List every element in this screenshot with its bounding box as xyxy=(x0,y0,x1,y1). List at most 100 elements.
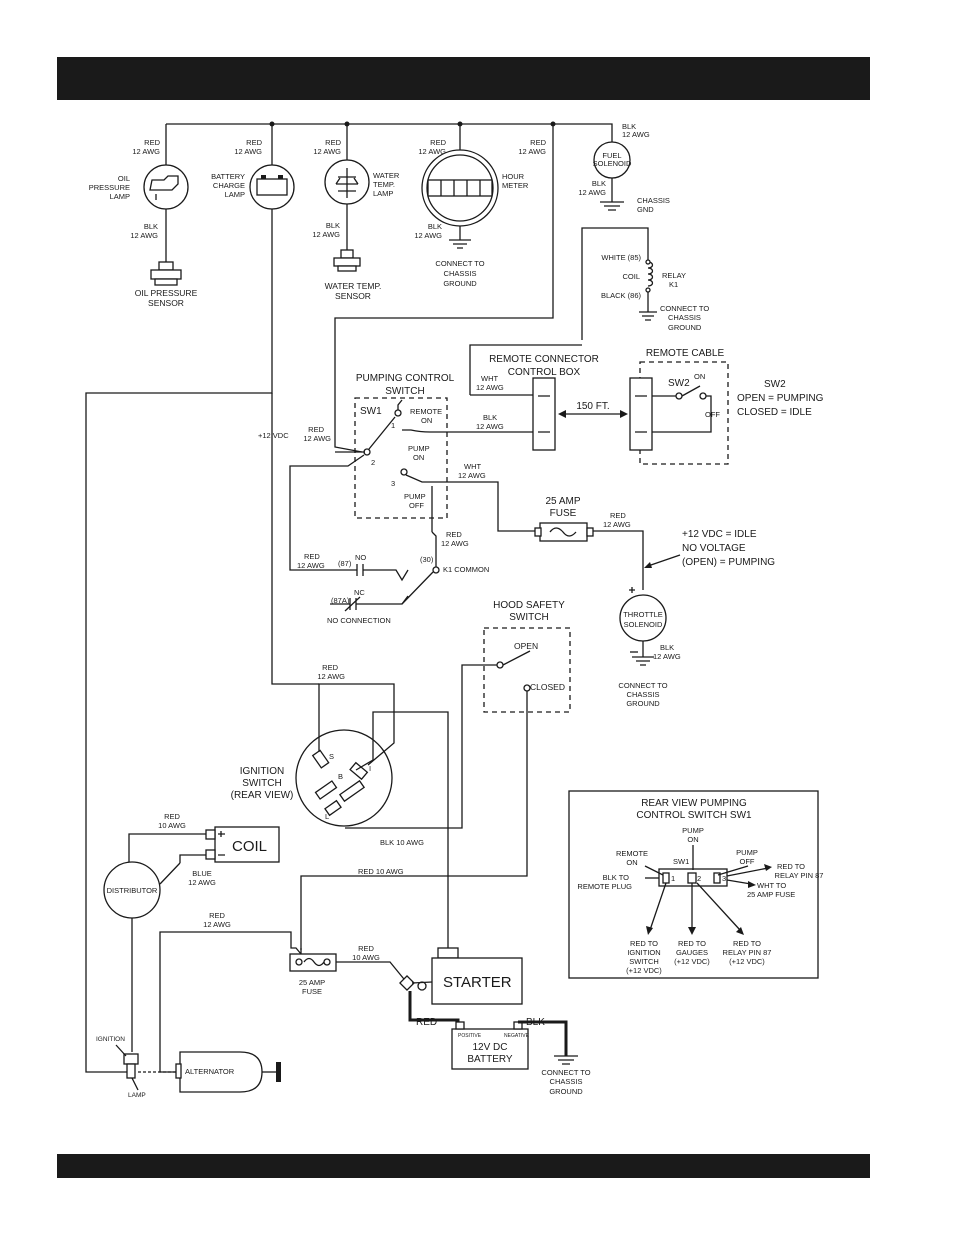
svg-text:WHT: WHT xyxy=(481,374,498,383)
svg-text:NO VOLTAGE: NO VOLTAGE xyxy=(682,543,746,554)
svg-text:REMOTE: REMOTE xyxy=(410,407,442,416)
rear-view-switch-panel: REAR VIEW PUMPING CONTROL SWITCH SW1 PUM… xyxy=(568,790,824,979)
svg-text:PUMP: PUMP xyxy=(404,492,426,501)
label-red10-coil: RED 10 AWG xyxy=(158,812,186,830)
svg-text:I: I xyxy=(369,764,371,773)
svg-text:RED: RED xyxy=(358,944,374,953)
svg-text:12 AWG: 12 AWG xyxy=(234,147,262,156)
label-chassis-gnd: CHASSIS GND xyxy=(637,196,670,214)
label-red-oil: RED 12 AWG xyxy=(132,138,160,156)
svg-text:PUMP: PUMP xyxy=(736,848,758,857)
svg-text:OFF: OFF xyxy=(705,410,720,419)
svg-text:SOLENOID: SOLENOID xyxy=(593,159,632,168)
label-red-pump: RED 12 AWG xyxy=(518,138,546,156)
starter: STARTER xyxy=(399,947,523,1005)
svg-text:25 AMP: 25 AMP xyxy=(545,496,580,507)
svg-text:BLUE: BLUE xyxy=(192,869,212,878)
label-blue-coil: BLUE 12 AWG xyxy=(188,869,216,887)
svg-text:(87A): (87A) xyxy=(331,596,350,605)
svg-text:12 AWG: 12 AWG xyxy=(303,434,331,443)
svg-text:RELAY PIN 87: RELAY PIN 87 xyxy=(775,871,824,880)
idle-description: +12 VDC = IDLE NO VOLTAGE (OPEN) = PUMPI… xyxy=(644,529,775,568)
label-red-batt: RED 12 AWG xyxy=(234,138,262,156)
label-red-ign: RED 12 AWG xyxy=(317,663,345,681)
svg-text:BLK: BLK xyxy=(660,643,674,652)
label-blk-fuel: BLK 12 AWG xyxy=(622,122,650,139)
svg-text:3: 3 xyxy=(391,479,395,488)
svg-text:OFF: OFF xyxy=(740,857,755,866)
svg-text:LAMP: LAMP xyxy=(225,190,245,199)
svg-text:NO CONNECTION: NO CONNECTION xyxy=(327,616,391,625)
alternator: ALTERNATOR xyxy=(175,1051,281,1093)
svg-text:REMOTE: REMOTE xyxy=(616,849,648,858)
svg-text:+12 VDC: +12 VDC xyxy=(258,431,289,440)
svg-text:REMOTE PLUG: REMOTE PLUG xyxy=(577,882,632,891)
label-blk-remote: BLK 12 AWG xyxy=(476,413,504,431)
battery: POSITIVE NEGATIVE 12V DC BATTERY xyxy=(451,1021,530,1070)
svg-text:BLK: BLK xyxy=(483,413,497,422)
svg-text:RED: RED xyxy=(144,138,160,147)
fuel-solenoid: FUEL SOLENOID xyxy=(593,141,632,179)
svg-text:25 AMP: 25 AMP xyxy=(299,978,325,987)
ground-throttle xyxy=(630,651,654,666)
svg-text:CHARGE: CHARGE xyxy=(213,181,245,190)
svg-text:RELAY: RELAY xyxy=(662,271,686,280)
svg-text:12 AWG: 12 AWG xyxy=(603,520,631,529)
svg-text:CHASSIS: CHASSIS xyxy=(637,196,670,205)
svg-text:RED: RED xyxy=(308,425,324,434)
label-throttle-ground: CONNECT TO CHASSIS GROUND xyxy=(618,681,667,708)
relay-k1-coil: WHITE (85) COIL BLACK (86) RELAY K1 xyxy=(601,253,686,300)
svg-text:RED TO: RED TO xyxy=(733,939,761,948)
svg-text:12 AWG: 12 AWG xyxy=(313,147,341,156)
svg-text:SWITCH: SWITCH xyxy=(509,612,548,623)
svg-text:LAMP: LAMP xyxy=(373,189,393,198)
svg-text:12 AWG: 12 AWG xyxy=(622,130,650,139)
svg-text:(OPEN) = PUMPING: (OPEN) = PUMPING xyxy=(682,557,775,568)
label-blk-oil: BLK 12 AWG xyxy=(130,222,158,240)
label-red12-alt: RED 12 AWG xyxy=(203,911,231,929)
svg-text:SW1: SW1 xyxy=(360,406,382,417)
svg-text:OIL PRESSURE: OIL PRESSURE xyxy=(135,288,198,298)
svg-text:CHASSIS: CHASSIS xyxy=(627,690,660,699)
svg-text:CONNECT TO: CONNECT TO xyxy=(435,259,484,268)
svg-text:REMOTE CONNECTOR: REMOTE CONNECTOR xyxy=(489,354,599,365)
svg-text:SW2: SW2 xyxy=(764,379,786,390)
svg-text:CONTROL BOX: CONTROL BOX xyxy=(508,367,581,378)
svg-text:PUMPING CONTROL: PUMPING CONTROL xyxy=(356,373,455,384)
svg-text:BLK TO: BLK TO xyxy=(603,873,630,882)
svg-text:12 AWG: 12 AWG xyxy=(132,147,160,156)
svg-text:(30): (30) xyxy=(420,555,434,564)
svg-text:GROUND: GROUND xyxy=(668,323,702,332)
svg-text:DISTRIBUTOR: DISTRIBUTOR xyxy=(107,886,158,895)
label-red-temp: RED 12 AWG xyxy=(313,138,341,156)
svg-text:RED TO: RED TO xyxy=(678,939,706,948)
svg-text:TEMP.: TEMP. xyxy=(373,180,395,189)
svg-text:RED: RED xyxy=(430,138,446,147)
svg-text:REMOTE CABLE: REMOTE CABLE xyxy=(646,348,725,359)
svg-text:BATTERY: BATTERY xyxy=(467,1054,513,1065)
svg-text:CONNECT TO: CONNECT TO xyxy=(660,304,709,313)
label-red10-starter: RED 10 AWG xyxy=(352,944,380,962)
svg-text:LAMP: LAMP xyxy=(128,1092,146,1099)
water-temp-sensor: WATER TEMP. SENSOR xyxy=(325,249,381,301)
svg-text:RED: RED xyxy=(325,138,341,147)
sw2-description: SW2 OPEN = PUMPING CLOSED = IDLE xyxy=(737,379,824,418)
svg-text:SWITCH: SWITCH xyxy=(242,778,281,789)
svg-text:(87): (87) xyxy=(338,559,352,568)
svg-text:COIL: COIL xyxy=(232,838,267,855)
svg-text:1: 1 xyxy=(391,421,395,430)
svg-text:K1: K1 xyxy=(669,280,678,289)
svg-text:FUSE: FUSE xyxy=(550,508,577,519)
throttle-solenoid: THROTTLE SOLENOID 1 xyxy=(619,587,667,642)
dim-150ft: 150 FT. xyxy=(558,399,628,418)
svg-text:ALTERNATOR: ALTERNATOR xyxy=(185,1067,235,1076)
svg-text:CHASSIS: CHASSIS xyxy=(550,1077,583,1086)
svg-text:BLK: BLK xyxy=(526,1017,545,1028)
svg-text:WATER: WATER xyxy=(373,171,400,180)
label-blk10: BLK 10 AWG xyxy=(380,838,424,847)
svg-text:OPEN: OPEN xyxy=(514,641,538,651)
label-blk-fuel2: BLK 12 AWG xyxy=(578,179,606,197)
fuse-25amp-bottom: 25 AMP FUSE xyxy=(289,953,337,996)
coil: COIL xyxy=(205,826,280,863)
